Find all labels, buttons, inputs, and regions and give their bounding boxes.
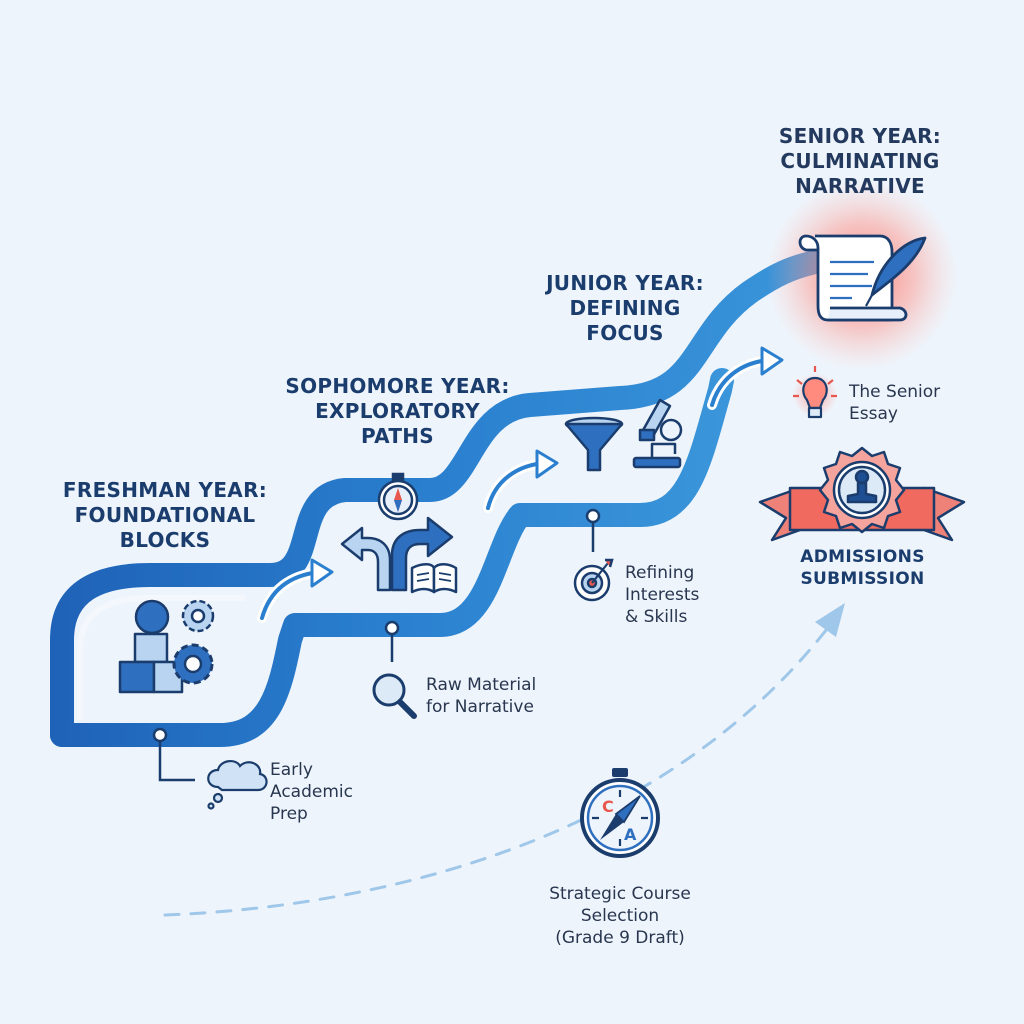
junior-note-line3: & Skills	[625, 607, 688, 627]
gear-icon	[172, 599, 215, 685]
freshman-note: Early Academic Prep	[270, 759, 410, 825]
junior-title-line2: DEFINING	[569, 296, 681, 320]
junior-note-line2: Interests	[625, 585, 700, 605]
connector-freshman	[152, 727, 195, 782]
admissions-label-line2: SUBMISSION	[800, 569, 925, 589]
junior-note-line1: Refining	[625, 563, 695, 583]
compass-letter-a: A	[624, 825, 637, 844]
senior-note-line1: The Senior	[849, 382, 941, 402]
junior-title: JUNIOR YEAR: DEFINING FOCUS	[520, 271, 730, 346]
freshman-title-line1: FRESHMAN YEAR:	[62, 478, 268, 502]
compass-note-line2: Selection	[580, 906, 660, 926]
step-arrow-1	[257, 558, 334, 623]
funnel-icon	[564, 416, 624, 472]
freshman-title-line3: BLOCKS	[119, 528, 211, 552]
sophomore-title: SOPHOMORE YEAR: EXPLORATORY PATHS	[275, 374, 520, 449]
stopwatch-compass-icon	[377, 472, 419, 521]
compass-icon: C A	[580, 768, 660, 858]
junior-note: Refining Interests & Skills	[625, 562, 755, 628]
admissions-label: ADMISSIONS SUBMISSION	[770, 546, 955, 590]
sophomore-title-line3: PATHS	[360, 424, 435, 448]
sophomore-note-line2: for Narrative	[426, 697, 534, 717]
step-arrow-2	[483, 449, 559, 513]
compass-note-line1: Strategic Course	[549, 884, 691, 904]
diverging-arrows-icon	[340, 516, 454, 592]
freshman-title: FRESHMAN YEAR: FOUNDATIONAL BLOCKS	[55, 478, 275, 553]
strategic-dashed-path	[163, 623, 832, 917]
compass-letter-c: C	[602, 797, 614, 816]
dashed-arrowhead	[815, 603, 845, 637]
lightbulb-icon	[793, 366, 837, 419]
sophomore-title-line1: SOPHOMORE YEAR:	[285, 374, 510, 398]
connector-sophomore	[384, 620, 400, 662]
freshman-note-line3: Prep	[270, 804, 308, 824]
building-blocks-icon	[118, 599, 184, 694]
admissions-label-line1: ADMISSIONS	[800, 547, 925, 567]
senior-note-line2: Essay	[849, 404, 898, 424]
compass-note: Strategic Course Selection (Grade 9 Draf…	[520, 883, 720, 949]
target-icon	[573, 558, 614, 602]
sophomore-note: Raw Material for Narrative	[426, 674, 606, 718]
microscope-icon	[632, 398, 683, 469]
freshman-note-line2: Academic	[270, 782, 353, 802]
freshman-note-line1: Early	[270, 760, 313, 780]
magnifier-icon	[372, 673, 417, 719]
senior-title-line1: SENIOR YEAR:	[778, 124, 942, 148]
compass-note-line3: (Grade 9 Draft)	[555, 928, 685, 948]
thought-cloud-icon	[207, 760, 268, 810]
stair-path	[50, 250, 827, 747]
scroll-quill-icon	[798, 234, 927, 322]
freshman-title-line2: FOUNDATIONAL	[74, 503, 256, 527]
open-book-icon	[410, 563, 458, 594]
senior-note: The Senior Essay	[849, 381, 989, 425]
senior-title: SENIOR YEAR: CULMINATING NARRATIVE	[745, 124, 975, 199]
sophomore-note-line1: Raw Material	[426, 675, 537, 695]
connector-junior	[585, 508, 601, 552]
junior-title-line3: FOCUS	[586, 321, 664, 345]
step-arrow-3	[707, 346, 784, 410]
senior-title-line3: NARRATIVE	[795, 174, 925, 198]
stamp-ribbon-icon	[758, 446, 966, 542]
senior-title-line2: CULMINATING	[780, 149, 940, 173]
junior-title-line1: JUNIOR YEAR:	[546, 271, 704, 295]
sophomore-title-line2: EXPLORATORY	[315, 399, 480, 423]
